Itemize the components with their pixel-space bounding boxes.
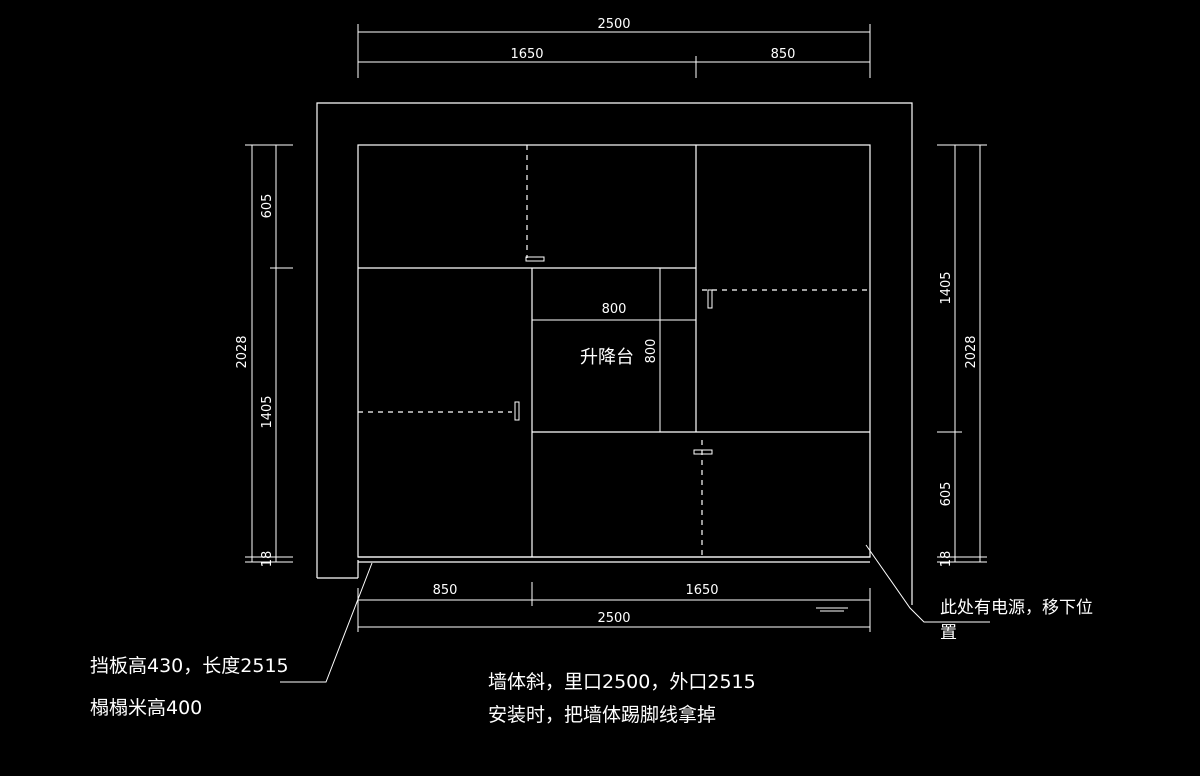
dim-left-bottom: 18 <box>260 551 275 568</box>
dim-bottom-left: 850 <box>433 583 458 598</box>
note-power-line1: 此处有电源，移下位 <box>940 598 1093 618</box>
dim-right-bottom: 18 <box>939 551 954 568</box>
dim-platform-width: 800 <box>602 302 627 317</box>
wall-frame <box>316 102 913 605</box>
note-wall: 墙体斜，里口2500，外口2515 <box>488 671 756 693</box>
dim-left-mid: 1405 <box>260 395 275 428</box>
dim-top-right: 850 <box>771 47 796 62</box>
top-dimensions: 2500 1650 850 <box>357 17 871 78</box>
dim-top-left: 1650 <box>510 47 543 62</box>
cabinet-body <box>357 144 871 612</box>
dim-right-total: 2028 <box>964 335 979 368</box>
dim-platform-height: 800 <box>644 339 659 364</box>
handle-icon <box>693 449 713 455</box>
right-dimensions: 1405 2028 605 18 <box>937 144 987 568</box>
handle-icon <box>525 256 545 262</box>
note-baffle: 挡板高430，长度2515 <box>90 655 289 677</box>
note-tatami: 榻榻米高400 <box>90 697 202 719</box>
note-install: 安装时，把墙体踢脚线拿掉 <box>488 703 716 726</box>
handle-icon <box>707 289 713 309</box>
dim-top-total: 2500 <box>597 17 630 32</box>
dim-right-mid: 605 <box>939 482 954 507</box>
handle-icon <box>514 401 520 421</box>
dim-left-top: 605 <box>260 194 275 219</box>
left-dimensions: 605 2028 1405 18 <box>235 144 293 568</box>
label-lift-platform: 升降台 <box>580 347 634 368</box>
dim-left-total: 2028 <box>235 335 250 368</box>
bottom-dimensions: 850 1650 2500 <box>357 582 871 632</box>
platform-dimensions: 800 800 升降台 <box>532 268 696 432</box>
note-power-line2: 置 <box>940 623 957 643</box>
dim-right-top: 1405 <box>939 271 954 304</box>
leader-lines <box>280 544 990 683</box>
annotations: 此处有电源，移下位 置 挡板高430，长度2515 榻榻米高400 墙体斜，里口… <box>90 598 1093 726</box>
dim-bottom-total: 2500 <box>597 611 630 626</box>
dim-bottom-right: 1650 <box>685 583 718 598</box>
